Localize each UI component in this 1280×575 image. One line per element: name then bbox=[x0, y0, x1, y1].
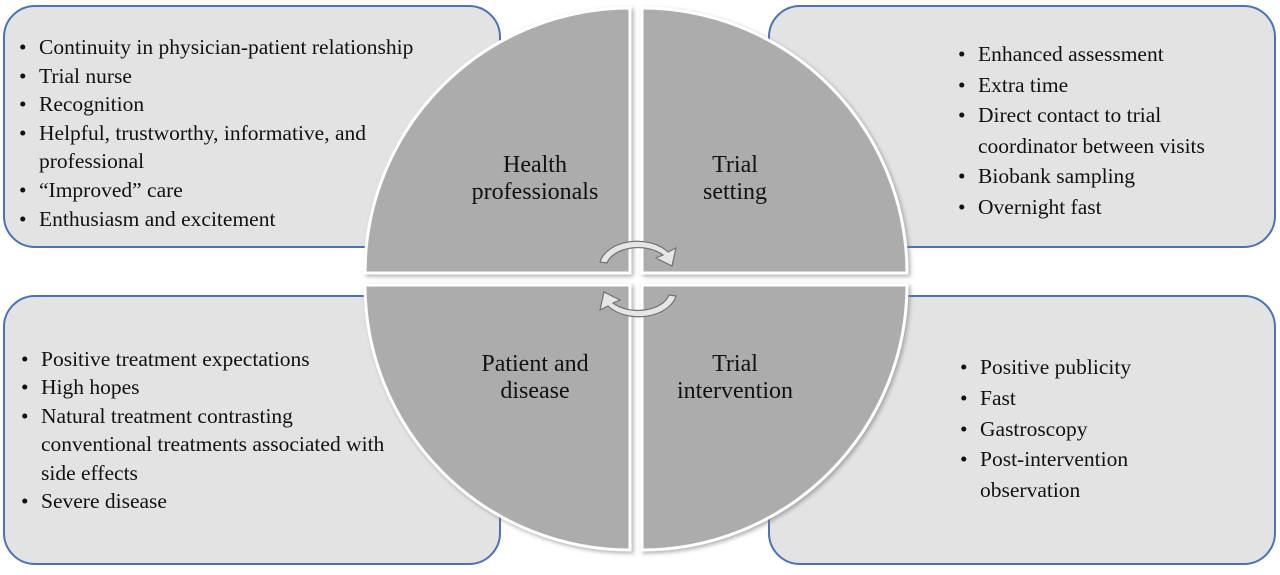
quadrant-trial-setting bbox=[640, 6, 909, 275]
quadrant-label-line: Patient and bbox=[481, 351, 589, 377]
quadrant-label-line: setting bbox=[703, 179, 767, 205]
list-item: Severe disease bbox=[21, 487, 401, 516]
trial-intervention-list: Positive publicity Fast Gastroscopy Post… bbox=[960, 352, 1260, 506]
list-item: High hopes bbox=[21, 373, 401, 402]
quadrant-health-professionals bbox=[363, 6, 632, 275]
quadrant-label-line: disease bbox=[500, 378, 570, 404]
patient-and-disease-list: Positive treatment expectations High hop… bbox=[21, 345, 401, 516]
cycle-arrows-icon bbox=[599, 240, 677, 318]
quadrant-label-line: Health bbox=[503, 152, 567, 178]
list-item: Post-intervention observation bbox=[960, 444, 1180, 506]
quadrant-patient-and-disease bbox=[363, 283, 632, 552]
list-item: Continuity in physician-patient relation… bbox=[19, 33, 489, 62]
list-item: Trial nurse bbox=[19, 62, 489, 91]
list-item: Enthusiasm and excitement bbox=[19, 205, 489, 234]
quadrant-label-line: Trial bbox=[712, 152, 758, 178]
quadrant-label-line: Trial bbox=[712, 351, 758, 377]
list-item: Helpful, trustworthy, informative, and p… bbox=[19, 119, 369, 176]
list-item: Biobank sampling bbox=[958, 161, 1258, 192]
quadrant-label-health-professionals: Health professionals bbox=[445, 152, 625, 206]
list-item: Fast bbox=[960, 383, 1260, 414]
list-item: Positive treatment expectations bbox=[21, 345, 401, 374]
quadrant-label-patient-and-disease: Patient and disease bbox=[450, 351, 620, 405]
quadrant-trial-intervention bbox=[640, 283, 909, 552]
list-item: Natural treatment contrasting convention… bbox=[21, 402, 401, 487]
list-item: Recognition bbox=[19, 90, 489, 119]
quadrant-label-line: professionals bbox=[471, 179, 599, 205]
list-item: Enhanced assessment bbox=[958, 39, 1258, 70]
list-item: “Improved” care bbox=[19, 176, 489, 205]
health-professionals-list: Continuity in physician-patient relation… bbox=[19, 33, 489, 233]
list-item: Overnight fast bbox=[958, 192, 1258, 223]
list-item: Extra time bbox=[958, 70, 1258, 101]
quadrant-label-trial-setting: Trial setting bbox=[665, 152, 805, 206]
list-item: Direct contact to trial coordinator betw… bbox=[958, 100, 1258, 161]
quadrant-label-line: intervention bbox=[677, 378, 793, 404]
list-item: Positive publicity bbox=[960, 352, 1260, 383]
list-item: Gastroscopy bbox=[960, 414, 1260, 445]
trial-setting-list: Enhanced assessment Extra time Direct co… bbox=[958, 39, 1258, 222]
quadrant-label-trial-intervention: Trial intervention bbox=[650, 351, 820, 405]
